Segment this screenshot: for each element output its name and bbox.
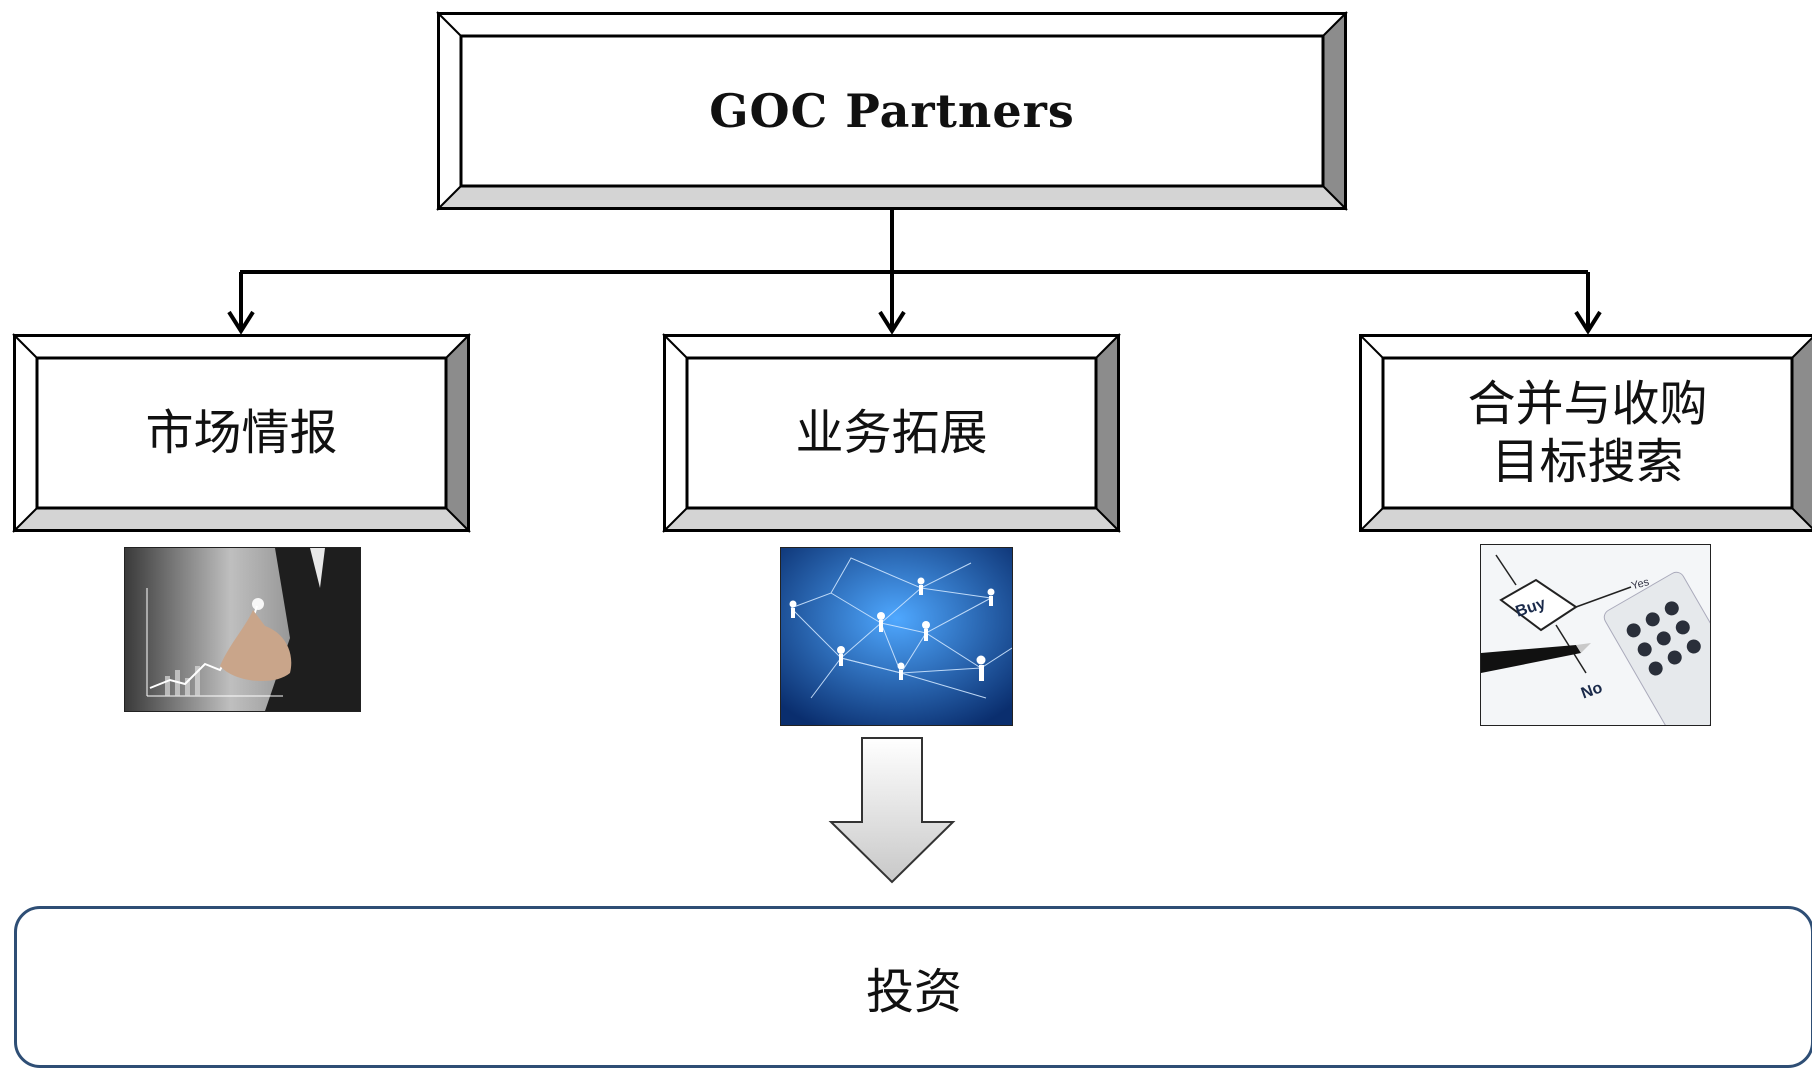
child-label-line: 目标搜索 [1491, 434, 1684, 490]
bevel-frame [1359, 334, 1812, 532]
child-box-mna-search: 合并与收购 目标搜索 [1359, 334, 1812, 532]
child-label-line: 合并与收购 [1467, 376, 1708, 432]
arrowhead-left [227, 310, 255, 335]
bevel-frame [436, 11, 1348, 211]
arrowhead-right [1574, 310, 1602, 335]
root-label: GOC Partners [709, 84, 1075, 138]
child-label-line: 业务拓展 [795, 405, 988, 461]
bevel-frame [12, 333, 471, 533]
child-label-line: 市场情报 [145, 405, 338, 461]
investment-box: 投资 [14, 906, 1812, 1068]
global-network-people-photo [780, 547, 1013, 726]
investment-label: 投资 [865, 964, 962, 1020]
down-block-arrow [828, 737, 956, 884]
finger-touch-chart-photo [124, 547, 361, 712]
arrowhead-center [878, 310, 906, 335]
child-box-business-dev: 业务拓展 [662, 333, 1121, 533]
root-box: GOC Partners [436, 11, 1348, 211]
buy-yes-no-calculator-photo: Buy Yes No [1480, 544, 1711, 726]
child-box-market-intel: 市场情报 [12, 333, 471, 533]
bevel-frame [662, 333, 1121, 533]
no-text: No [1579, 679, 1605, 702]
